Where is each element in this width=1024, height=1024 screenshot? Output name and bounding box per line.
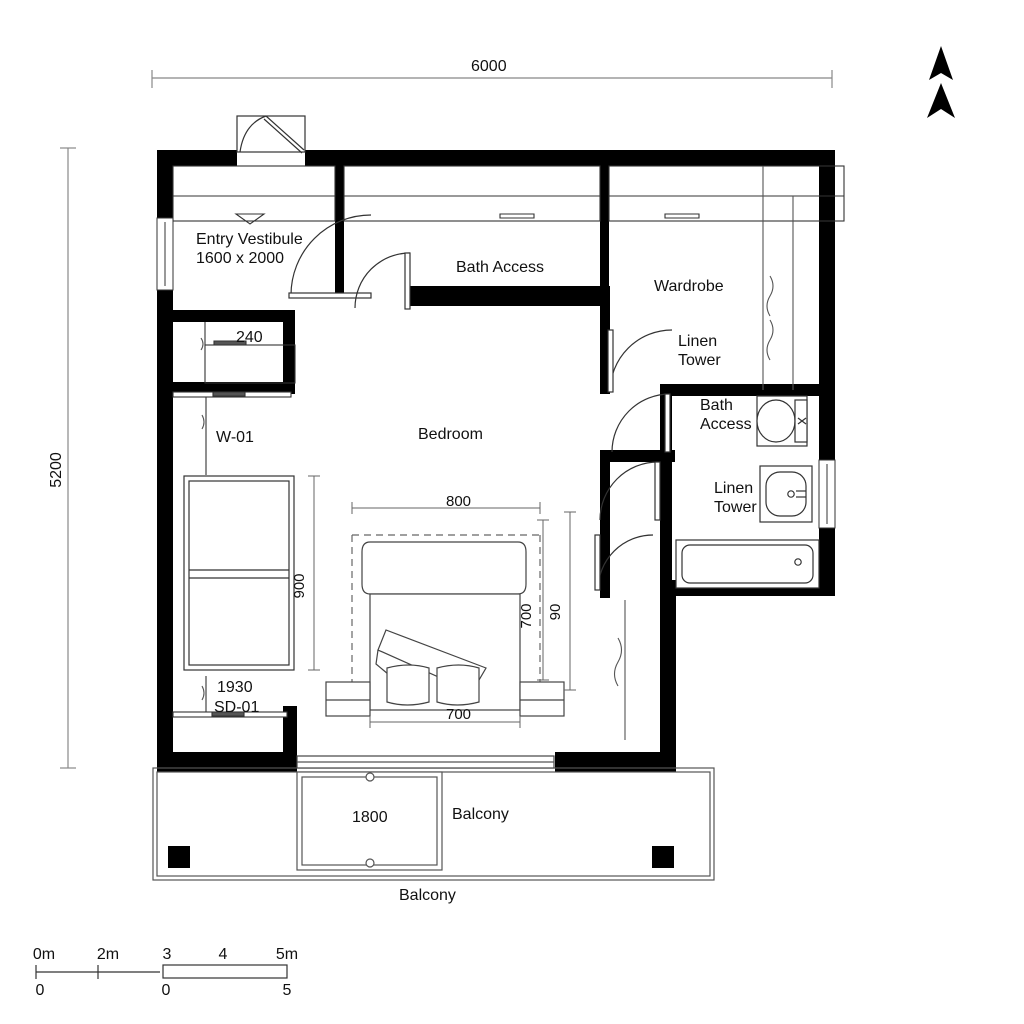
room-label-bath-access-1: Bath Access [456,259,545,276]
bath-door-mid [611,393,671,453]
annotation-window-w01: W-01 [216,429,254,446]
wardrobe-unit [762,166,794,390]
annotation-door-sd01: SD-01 [214,699,260,716]
balcony [152,755,715,881]
bath-door-upper [607,329,673,393]
bed-dim-700-bottom: 700 [446,706,472,723]
toilet [756,395,808,447]
scale-top-5m: 5m [275,946,299,963]
vestibule-door-b [354,252,411,310]
bed-dim-900: 900 [291,573,308,599]
room-label-bedroom: Bedroom [418,426,483,443]
dimension-label-height: 5200 [48,452,65,488]
room-size-entry-vestibule: 1600 x 2000 [196,250,285,267]
room-label-balcony-inner: Balcony [452,806,509,823]
bath-door-bottom [594,534,654,591]
bed-dim-800: 800 [446,493,472,510]
room-label-linen-tower-2: Linen Tower [714,480,757,516]
room-label-entry-vestibule: Entry Vestibule [196,231,303,248]
room-label-linen-tower-1: Linen Tower [678,333,721,369]
dimension-top [151,70,833,88]
closet-run-top [172,165,845,225]
scale-bottom-0b: 0 [161,982,171,999]
window-right [818,459,836,529]
annotation-door-1930: 1930 [217,679,253,696]
walls [157,150,835,772]
wardrobe-right-doors [613,600,626,740]
bed-dim-90: 90 [547,603,564,621]
annotation-balcony-1800: 1800 [352,809,388,826]
room-label-balcony-outer: Balcony [399,887,456,904]
annotation-closet-240: 240 [236,329,263,346]
dimension-left [60,147,76,769]
door-w01 [172,391,292,475]
room-label-wardrobe: Wardrobe [654,278,724,295]
scale-top-0m: 0m [32,946,56,963]
vestibule-door-a [288,214,372,299]
door-sd01 [172,676,288,718]
bath-door-lower [599,461,661,521]
bathtub [675,539,820,589]
scale-bottom-0a: 0 [35,982,45,999]
scale-bar-graphic [35,964,288,979]
window-left-upper [156,217,174,291]
dimension-cabinet-900 [308,475,320,671]
cabinet-240 [200,322,296,384]
entry-door [236,115,306,154]
sink [759,465,813,523]
nightstand-left [325,681,371,717]
scale-bottom-5: 5 [282,982,292,999]
bed [325,534,565,717]
left-wardrobe-cabinet [183,475,295,671]
nightstand-right [519,681,565,717]
bed-dimension-lines [351,502,576,728]
scale-top-3: 3 [162,946,172,963]
scale-top-4: 4 [218,946,228,963]
dimension-label-width: 6000 [471,58,507,75]
bed-dim-700-side: 700 [518,603,535,629]
north-arrow [927,46,955,118]
scale-top-2m: 2m [96,946,120,963]
room-label-bath-access-2: Bath Access [700,397,752,433]
